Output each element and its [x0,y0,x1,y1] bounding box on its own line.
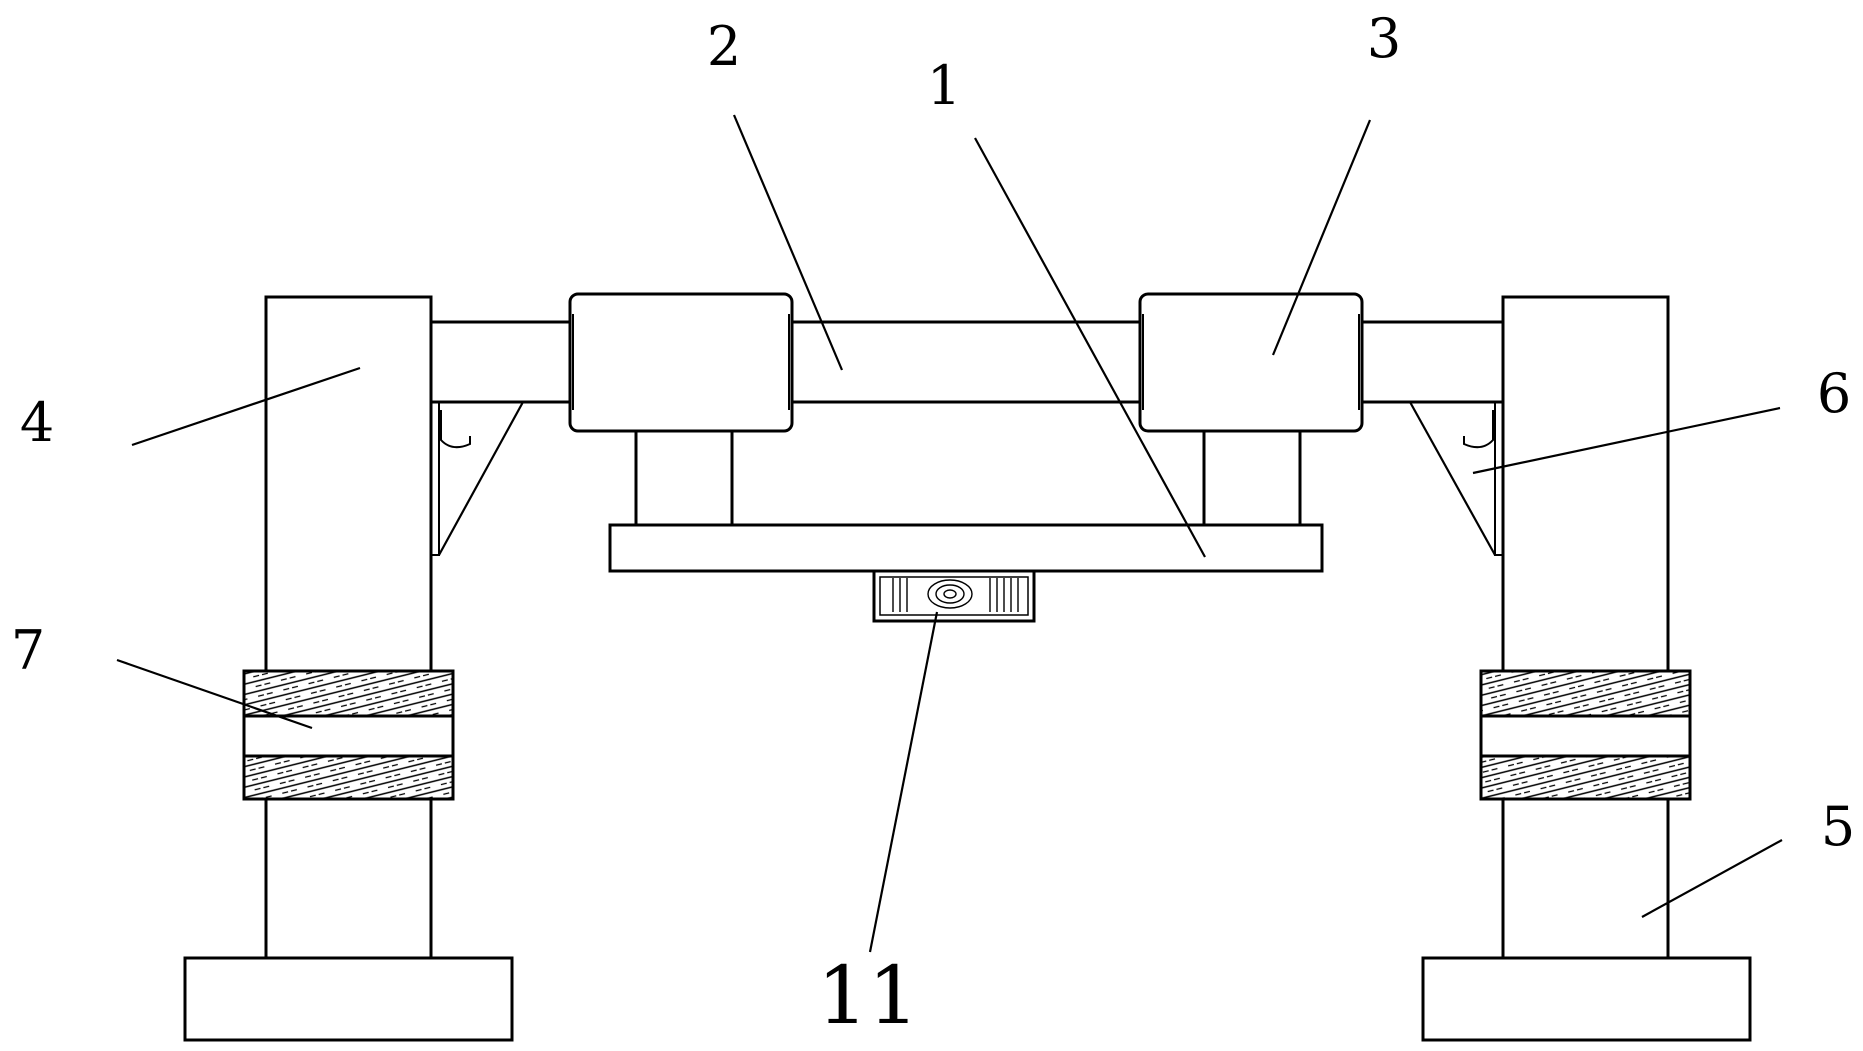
leader-6 [1472,406,1781,475]
left-slider-block [568,292,794,433]
right-slider-block [1138,292,1364,433]
leader-3 [1271,119,1372,356]
right-base [1421,956,1752,1042]
label-11: 11 [817,949,919,1042]
left-support-leg [634,429,734,528]
right-column [1501,295,1670,961]
label-4: 4 [20,391,54,454]
left-clamp-ring [242,669,455,801]
mounting-plate [608,523,1324,573]
leader-11 [868,611,939,953]
right-support-leg [1202,429,1302,528]
label-3: 3 [1367,7,1401,70]
leader-5 [1641,839,1783,918]
label-2: 2 [707,15,741,78]
sensor-module [870,569,1040,623]
left-bracket [431,401,524,556]
right-clamp-ring [1479,669,1692,801]
label-1: 1 [927,54,961,117]
label-5: 5 [1821,795,1855,858]
right-bracket [1409,401,1503,556]
leader-1 [974,137,1206,558]
sensor-body [872,569,1036,623]
leader-7 [116,658,313,730]
left-base [183,956,514,1042]
leader-2 [732,114,844,371]
label-7: 7 [11,619,45,682]
label-6: 6 [1817,362,1851,425]
left-column [264,295,433,961]
leader-4 [131,366,361,447]
